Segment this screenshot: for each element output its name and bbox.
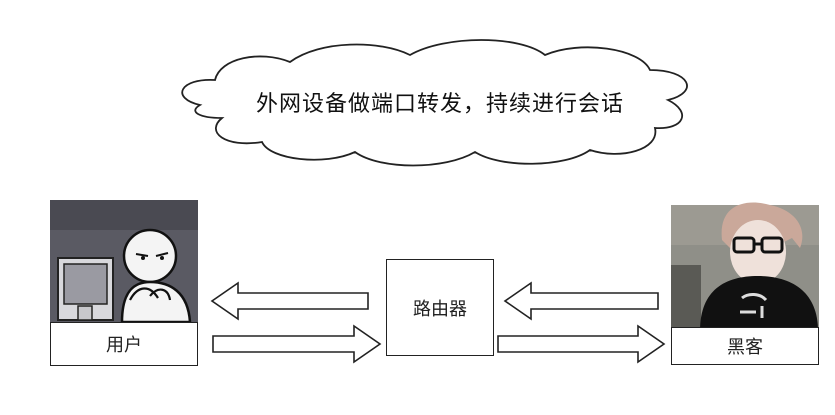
user-label-text: 用户 — [106, 331, 142, 357]
user-label: 用户 — [50, 322, 198, 366]
router-box: 路由器 — [386, 259, 494, 356]
arrow-router-to-user — [212, 283, 368, 319]
hacker-label: 黑客 — [671, 327, 819, 365]
arrow-user-to-router — [213, 326, 380, 362]
router-label-text: 路由器 — [413, 295, 467, 321]
hacker-label-text: 黑客 — [727, 333, 763, 359]
arrow-hacker-to-router — [505, 283, 658, 319]
arrow-router-to-hacker — [498, 326, 664, 362]
